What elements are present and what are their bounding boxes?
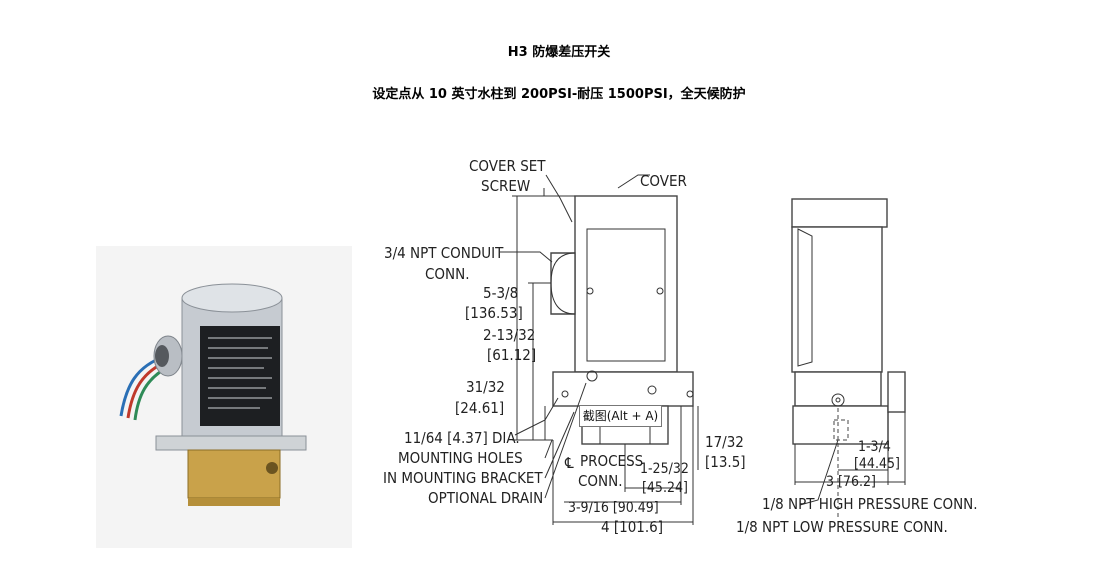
screenshot-tooltip: 截图(Alt + A) [579,405,662,427]
label-conduit-1: 3/4 NPT CONDUIT [384,244,504,262]
label-dim-2-13-32-mm: [61.12] [487,346,536,364]
label-dim-3-9-16: 3-9/16 [90.49] [568,500,659,516]
label-dim-31-32: 31/32 [466,378,505,396]
label-high-pressure-conn: 1/8 NPT HIGH PRESSURE CONN. [762,495,978,513]
label-dim-1-3-4: 1-3/4 [858,439,891,455]
label-dim-2-13-32: 2-13/32 [483,326,535,344]
label-conduit-2: CONN. [425,265,470,283]
label-process-2: CONN. [578,472,623,490]
page-title: H3 防爆差压开关 [507,45,611,60]
label-drain: OPTIONAL DRAIN [428,489,543,507]
label-dim-3: 3 [76.2] [826,474,876,490]
side-view [791,198,906,520]
label-holes-1: 11/64 [4.37] DIA. [404,429,520,447]
pressure-switch-photo-icon [96,246,352,548]
label-cover: COVER [640,172,687,190]
label-process-1: PROCESS [580,452,643,470]
label-dim-5-3-8-mm: [136.53] [465,304,523,322]
page-subtitle: 设定点从 10 英寸水柱到 200PSI-耐压 1500PSI，全天候防护 [372,87,746,102]
front-view [550,195,694,445]
label-dim-5-3-8: 5-3/8 [483,284,518,302]
label-dim-31-32-mm: [24.61] [455,399,504,417]
label-dim-1-3-4-mm: [44.45] [854,456,900,472]
label-screw: SCREW [481,177,530,195]
centerline-symbol: ℄ [564,454,574,472]
label-low-pressure-conn: 1/8 NPT LOW PRESSURE CONN. [736,518,948,536]
label-holes-2: MOUNTING HOLES [398,449,523,467]
label-holes-3: IN MOUNTING BRACKET [383,469,543,487]
label-dim-17-32-mm: [13.5] [705,453,746,471]
label-dim-4: 4 [101.6] [601,518,663,536]
label-dim-1-25-32-mm: [45.24] [642,480,688,496]
label-dim-17-32: 17/32 [705,433,744,451]
dimension-lines [500,174,699,525]
label-cover-set: COVER SET [469,157,546,175]
label-dim-1-25-32: 1-25/32 [640,461,689,477]
